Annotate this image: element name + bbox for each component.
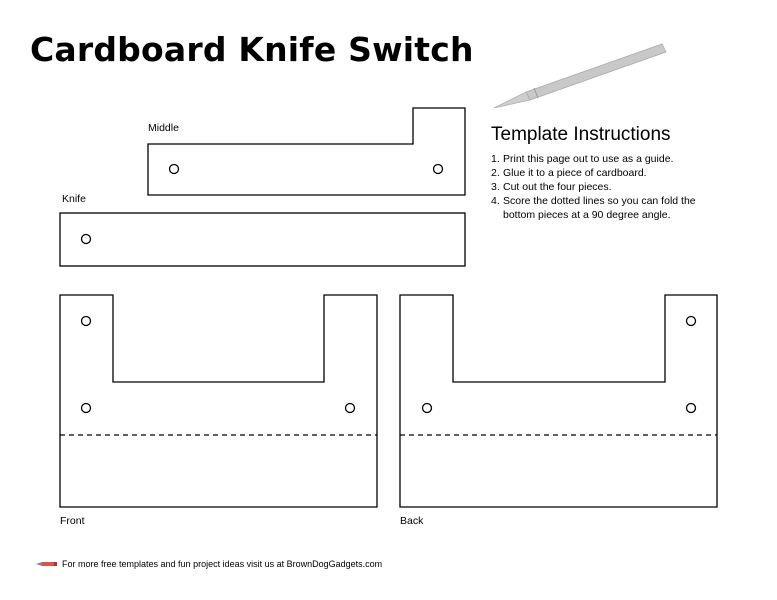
hole [685,402,697,414]
craft-knife-icon [36,562,57,566]
page-title: Cardboard Knife Switch [30,30,474,69]
front-piece [59,294,378,508]
label-knife: Knife [62,193,86,205]
hole [80,402,92,414]
knife-piece [59,212,466,267]
step-number: 3. [491,181,500,193]
hole [80,233,92,245]
instruction-step: 1.Print this page out to use as a guide. [491,152,761,166]
label-middle: Middle [148,122,179,134]
hole [421,402,433,414]
instructions-heading: Template Instructions [491,124,671,145]
footer-text: For more free templates and fun project … [62,559,383,569]
instruction-step: 3.Cut out the four pieces. [491,180,761,194]
step-text: Glue it to a piece of cardboard. [503,167,647,179]
instruction-step: 2.Glue it to a piece of cardboard. [491,166,761,180]
step-number: 1. [491,153,500,165]
label-front: Front [60,515,85,527]
middle-piece [147,107,466,196]
instructions-list: 1.Print this page out to use as a guide.… [491,152,761,222]
instructions-panel: Template Instructions 1.Print this page … [491,124,761,222]
hole [168,163,180,175]
step-text: Score the dotted lines so you can fold t… [503,195,696,221]
hole [80,315,92,327]
label-back: Back [400,515,424,527]
instruction-step: 4.Score the dotted lines so you can fold… [491,194,761,222]
hole [344,402,356,414]
step-text: Print this page out to use as a guide. [503,153,674,165]
step-text: Cut out the four pieces. [503,181,612,193]
step-number: 2. [491,167,500,179]
hole [685,315,697,327]
footer: For more free templates and fun project … [36,559,382,569]
craft-knife-icon [493,43,667,109]
step-number: 4. [491,195,500,207]
hole [432,163,444,175]
back-piece [399,294,718,508]
